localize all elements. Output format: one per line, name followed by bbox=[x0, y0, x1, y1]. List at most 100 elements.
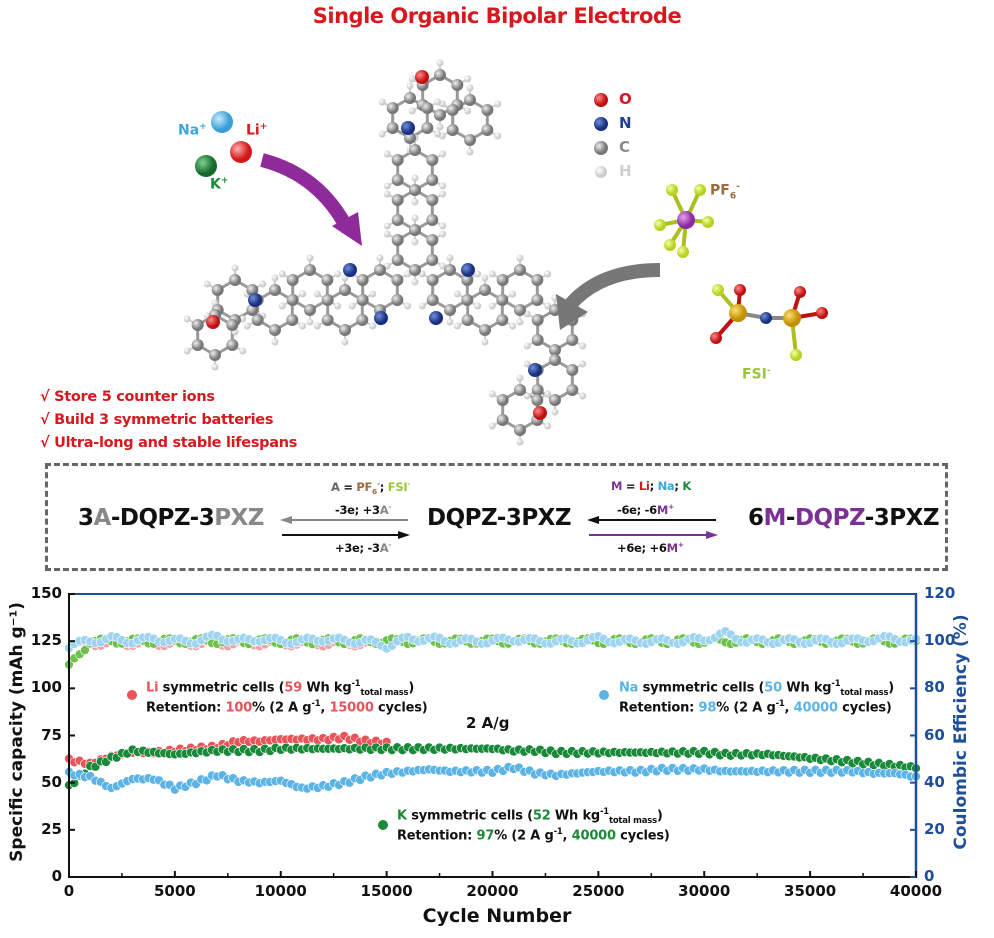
text-segment: M bbox=[656, 502, 669, 517]
carbon-atom bbox=[531, 384, 544, 396]
carbon-atom bbox=[191, 339, 204, 351]
text-segment: total mass bbox=[840, 686, 889, 697]
molecule-diagram bbox=[183, 59, 828, 446]
carbon-atom bbox=[321, 274, 334, 286]
carbon-atom bbox=[304, 304, 316, 316]
text-segment: Retention: bbox=[619, 700, 699, 716]
carbon-atom bbox=[461, 314, 474, 326]
carbon-atom bbox=[464, 134, 476, 146]
nitrogen-atom bbox=[248, 293, 262, 307]
carbon-atom bbox=[339, 324, 351, 336]
hydrogen-atom bbox=[494, 100, 502, 108]
hydrogen-atom bbox=[516, 254, 524, 262]
carbon-atom bbox=[549, 344, 561, 356]
text-segment: total mass bbox=[360, 686, 409, 697]
carbon-atom bbox=[464, 94, 476, 106]
hydrogen-atom bbox=[579, 342, 587, 350]
x-tick-label: 35000 bbox=[784, 882, 837, 900]
hydrogen-atom bbox=[464, 75, 472, 83]
hydrogen-atom bbox=[383, 190, 391, 198]
legend-na-marker bbox=[598, 686, 610, 705]
sodium-ion-label: Na+ bbox=[178, 122, 207, 139]
ce-point-k bbox=[80, 645, 90, 655]
hydrogen-atom bbox=[306, 318, 314, 326]
hydrogen-atom bbox=[494, 132, 502, 140]
text-segment: 100 bbox=[225, 700, 253, 716]
hydrogen-atom bbox=[418, 302, 426, 310]
text-segment: 97 bbox=[476, 828, 495, 844]
text-segment: + bbox=[677, 540, 684, 549]
text-segment: 98 bbox=[698, 700, 717, 716]
carbon-atom bbox=[479, 324, 491, 336]
hydrogen-atom bbox=[408, 107, 416, 115]
hydrogen-atom bbox=[481, 274, 489, 282]
y-tick-label: 50 bbox=[41, 772, 62, 791]
hydrogen-atom bbox=[488, 270, 496, 278]
atom-legend-h: H bbox=[619, 162, 632, 180]
hydrogen-atom bbox=[383, 222, 391, 230]
text-segment: ) bbox=[656, 808, 663, 824]
text-segment: Na bbox=[657, 479, 675, 493]
redox-equation-box bbox=[45, 463, 948, 571]
carbon-atom bbox=[286, 314, 299, 326]
text-segment: Li bbox=[638, 479, 650, 493]
hydrogen-atom bbox=[488, 422, 496, 430]
carbon-atom bbox=[209, 349, 221, 361]
legend-na-line1: Na symmetric cells (50 Wh kg-1total mass… bbox=[619, 678, 894, 697]
hydrogen-atom bbox=[378, 98, 386, 106]
legend-li-line2: Retention: 100% (2 A g-1, 15000 cycles) bbox=[146, 698, 428, 716]
carbon-atom bbox=[386, 102, 399, 114]
carbon-atom bbox=[426, 254, 439, 266]
carbon-atom bbox=[461, 294, 474, 306]
text-segment: Li bbox=[146, 680, 159, 696]
carbon-atom bbox=[391, 214, 404, 226]
text-segment: ; bbox=[379, 479, 388, 494]
carbon-atom bbox=[356, 314, 369, 326]
carbon-atom bbox=[514, 304, 526, 316]
text-segment: -1 bbox=[311, 698, 321, 708]
text-segment: M bbox=[763, 505, 787, 531]
text-segment: A bbox=[379, 502, 389, 517]
cation-oxidation-label: -6e; -6M+ bbox=[617, 502, 674, 517]
anion-definition: A = PF6-; FSI- bbox=[331, 479, 410, 496]
carbon-atom bbox=[446, 104, 459, 116]
text-segment: - bbox=[388, 540, 392, 549]
hydrogen-atom bbox=[446, 318, 454, 326]
hydrogen-atom bbox=[278, 270, 286, 278]
carbon-atom bbox=[391, 194, 404, 206]
carbon-atom bbox=[496, 314, 509, 326]
hydrogen-atom bbox=[434, 98, 442, 106]
text-segment: A bbox=[379, 540, 389, 555]
text-segment: ) bbox=[408, 680, 415, 696]
carbon-atom bbox=[321, 314, 334, 326]
carbon-atom bbox=[426, 174, 439, 186]
hydrogen-atom bbox=[383, 182, 391, 190]
carbon-atom bbox=[496, 294, 509, 306]
carbon-atom bbox=[566, 364, 579, 376]
text-segment: = bbox=[339, 479, 357, 494]
carbon-atom bbox=[426, 274, 439, 286]
oxygen-atom bbox=[206, 315, 220, 329]
carbon-atom bbox=[391, 274, 404, 286]
x-tick-label: 40000 bbox=[889, 882, 943, 900]
carbon-atom bbox=[229, 274, 241, 286]
legend-k-line1: K symmetric cells (52 Wh kg-1total mass) bbox=[397, 806, 663, 825]
legend-k-marker bbox=[377, 816, 389, 835]
nitrogen-atom bbox=[461, 263, 475, 277]
carbon-atom bbox=[549, 354, 561, 366]
hydrogen-atom bbox=[239, 347, 247, 355]
carbon-atom bbox=[391, 154, 404, 166]
hydrogen-atom bbox=[523, 360, 531, 368]
nitrogen-atom bbox=[528, 363, 542, 377]
hydrogen-atom bbox=[411, 238, 419, 246]
carbon-atom bbox=[531, 314, 544, 326]
hydrogen-atom bbox=[383, 150, 391, 158]
hydrogen-atom bbox=[544, 270, 552, 278]
carbon-atom bbox=[514, 384, 526, 396]
feature-symmetric-batteries: √ Build 3 symmetric batteries bbox=[40, 412, 274, 428]
carbon-atom bbox=[479, 284, 491, 296]
carbon-atom bbox=[496, 414, 509, 426]
hydrogen-atom bbox=[466, 148, 474, 156]
text-segment: ) bbox=[888, 680, 895, 696]
text-segment: K bbox=[682, 479, 692, 493]
